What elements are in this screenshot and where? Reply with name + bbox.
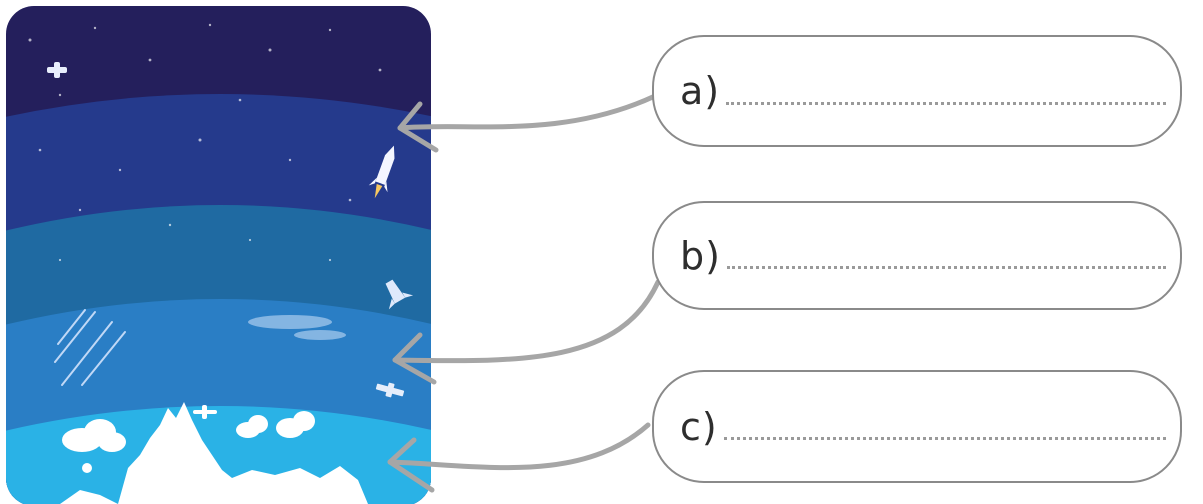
hills (60, 490, 118, 504)
answer-blank-c[interactable] (723, 437, 1166, 440)
answer-label-c: c) (680, 404, 718, 449)
answer-label-b: b) (680, 233, 721, 278)
arrow-to-c (387, 422, 651, 471)
arrow-to-a (397, 93, 658, 131)
arrowhead-b (392, 332, 437, 385)
answer-box-b[interactable]: b) (652, 201, 1182, 310)
airplane-icon (193, 405, 217, 419)
space-shuttle-icon (385, 279, 414, 310)
weather-balloon-satellite-icon (375, 382, 405, 398)
troposphere-clouds (62, 411, 315, 473)
noctilucent-clouds (248, 315, 346, 340)
rocket-icon (368, 145, 395, 199)
arrowhead-a (397, 101, 439, 153)
answer-box-c[interactable]: c) (652, 370, 1182, 483)
arrowhead-c (387, 437, 435, 493)
answer-box-a[interactable]: a) (652, 35, 1182, 147)
answer-blank-b[interactable] (726, 266, 1166, 269)
satellite-icon (47, 62, 67, 78)
stars (28, 23, 382, 262)
atmosphere-illustration (6, 6, 431, 504)
arrow-to-b (392, 279, 661, 364)
answer-blank-a[interactable] (726, 101, 1166, 105)
mountains-and-city (118, 402, 368, 504)
meteors (54, 309, 126, 386)
answer-label-a: a) (680, 69, 721, 113)
